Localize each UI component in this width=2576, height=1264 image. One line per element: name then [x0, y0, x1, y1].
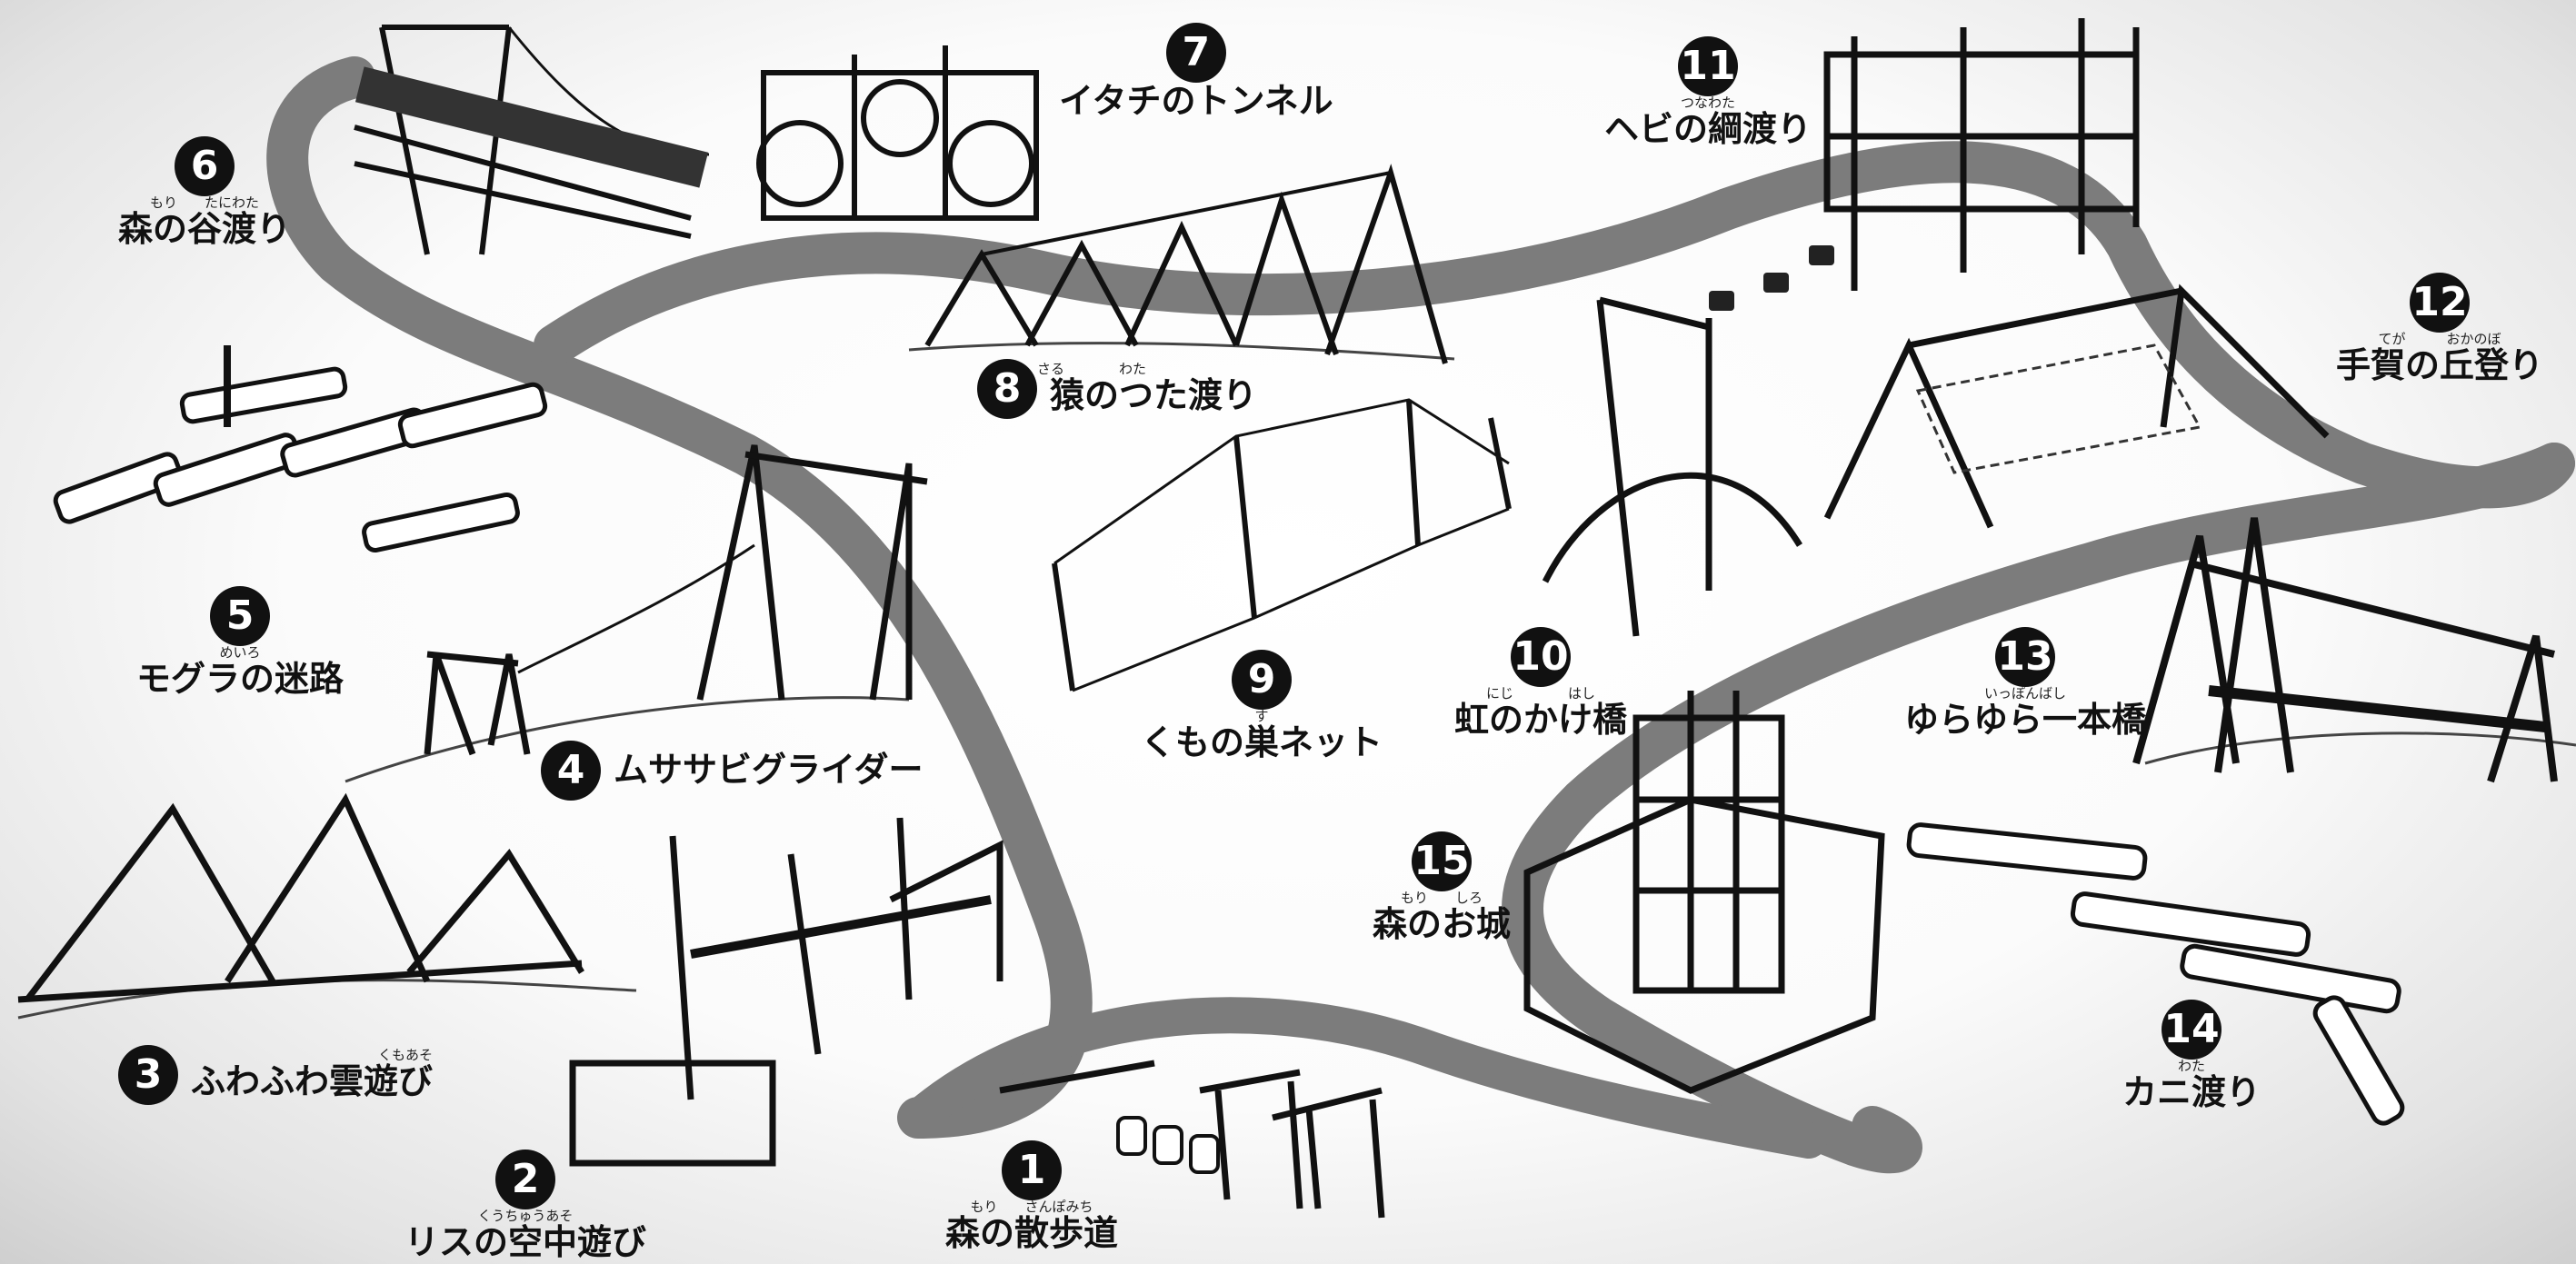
station-10-ruby: にじ はし: [1486, 685, 1596, 702]
station-11-ruby: つなわた: [1681, 95, 1736, 111]
station-1-label[interactable]: 1 もり さんぽみち 森の散歩道: [945, 1140, 1118, 1253]
station-6-label[interactable]: 6 もり たにわた 森の谷渡り: [118, 136, 291, 249]
station-11-label[interactable]: 11 つなわた ヘビの綱渡り: [1604, 36, 1812, 149]
station-5-label[interactable]: 5 めいろ モグラの迷路: [136, 586, 344, 699]
station-14-name: カニ渡り: [2122, 1072, 2261, 1112]
station-9-number: 9: [1232, 650, 1292, 710]
station-6-name: 森の谷渡り: [118, 209, 292, 249]
station-6-ruby: もり たにわた: [150, 194, 260, 211]
station-3-label[interactable]: 3 くもあそ ふわふわ雲遊び: [118, 1045, 433, 1105]
station-8-number: 8: [977, 359, 1037, 419]
station-14-number: 14: [2162, 1000, 2222, 1060]
station-7-label[interactable]: 7 イタチのトンネル: [1059, 23, 1333, 121]
station-9-ruby: す: [1254, 708, 1269, 724]
station-4-name: ムササビグライダー: [614, 750, 924, 791]
station-10-name: 虹のかけ橋: [1454, 700, 1628, 740]
station-5-name: モグラの迷路: [136, 659, 344, 699]
station-14-ruby: わた: [2178, 1058, 2206, 1074]
station-13-ruby: いっぽんばし: [1984, 685, 2067, 702]
station-5-ruby: めいろ: [219, 644, 261, 661]
station-13-label[interactable]: 13 いっぽんばし ゆらゆら一本橋: [1904, 627, 2146, 740]
station-12-number: 12: [2410, 273, 2470, 333]
station-8-label[interactable]: 8 さる わた 猿のつた渡り: [977, 359, 1257, 419]
station-15-name: 森のお城: [1373, 904, 1512, 944]
station-8-ruby: さる わた: [1037, 361, 1147, 378]
station-2-name: リスの空中遊び: [404, 1222, 647, 1262]
station-15-number: 15: [1412, 831, 1472, 891]
station-11-number: 11: [1678, 36, 1738, 96]
station-3-name: ふわふわ雲遊び: [191, 1061, 434, 1102]
station-1-number: 1: [1002, 1140, 1062, 1200]
station-11-name: ヘビの綱渡り: [1604, 109, 1812, 149]
station-13-name: ゆらゆら一本橋: [1904, 700, 2147, 740]
station-10-number: 10: [1511, 627, 1571, 687]
station-4-number: 4: [541, 741, 601, 801]
station-2-number: 2: [495, 1150, 555, 1209]
walking-trail: [266, 56, 2575, 1174]
station-9-label[interactable]: 9 す くもの巣ネット: [1141, 650, 1383, 762]
station-1-ruby: もり さんぽみち: [970, 1199, 1093, 1215]
station-10-label[interactable]: 10 にじ はし 虹のかけ橋: [1454, 627, 1627, 740]
station-5-number: 5: [210, 586, 270, 646]
station-8-name: 猿のつた渡り: [1050, 375, 1258, 416]
station-15-label[interactable]: 15 もり しろ 森のお城: [1373, 831, 1511, 944]
station-14-label[interactable]: 14 わた カニ渡り: [2122, 1000, 2261, 1112]
station-9-name: くもの巣ネット: [1141, 722, 1383, 762]
station-13-number: 13: [1995, 627, 2055, 687]
station-2-ruby: くうちゅうあそ: [477, 1208, 574, 1224]
station-12-ruby: てが おかのぼ: [2378, 331, 2501, 347]
station-3-number: 3: [118, 1045, 178, 1105]
station-15-ruby: もり しろ: [1401, 890, 1483, 906]
station-12-label[interactable]: 12 てが おかのぼ 手賀の丘登り: [2336, 273, 2543, 385]
station-2-label[interactable]: 2 くうちゅうあそ リスの空中遊び: [404, 1150, 646, 1262]
station-3-ruby: くもあそ: [378, 1047, 434, 1064]
station-1-name: 森の散歩道: [945, 1213, 1119, 1253]
station-12-name: 手賀の丘登り: [2336, 345, 2544, 385]
station-4-label[interactable]: 4 ムササビグライダー: [541, 741, 923, 801]
station-6-number: 6: [175, 136, 235, 196]
station-7-name: イタチのトンネル: [1059, 81, 1333, 121]
station-7-number: 7: [1165, 23, 1226, 83]
